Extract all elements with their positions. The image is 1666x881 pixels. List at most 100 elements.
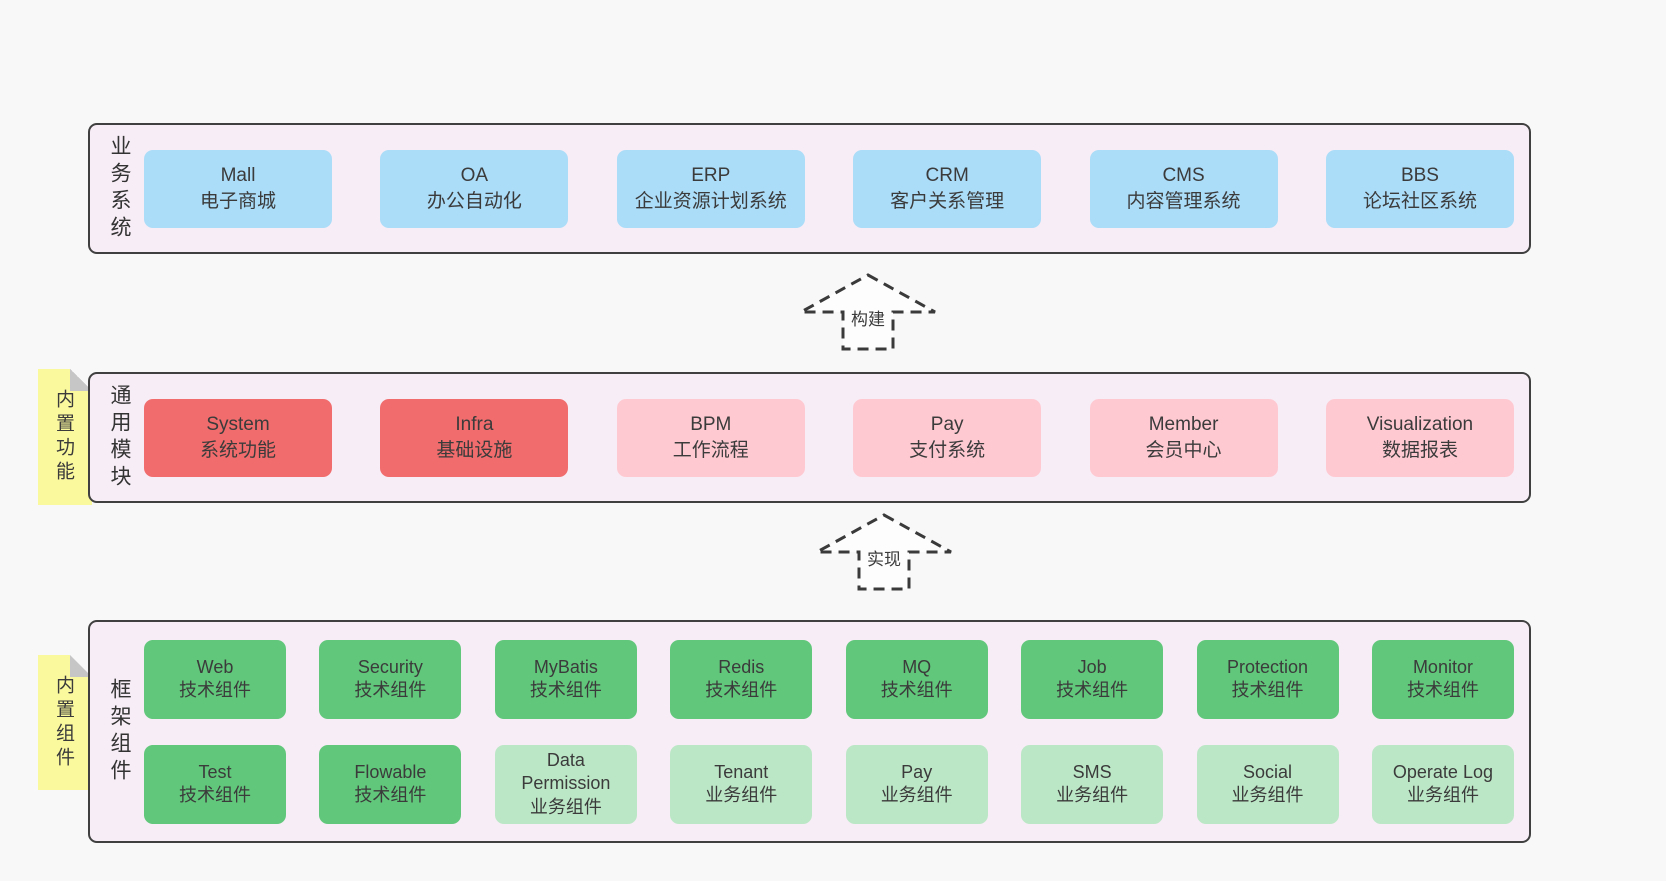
node-test: Test 技术组件 <box>144 744 286 824</box>
node-subtitle: 技术组件 <box>354 680 427 700</box>
node-title: BPM <box>690 413 732 435</box>
node-oa: OA 办公自动化 <box>380 149 569 228</box>
node-title: Visualization <box>1366 413 1474 435</box>
node-subtitle: 业务组件 <box>880 785 953 805</box>
node-subtitle: 办公自动化 <box>426 190 522 212</box>
node-protection: Protection 技术组件 <box>1196 639 1339 719</box>
node-title: Protection <box>1227 656 1309 677</box>
arrow-implement: 实现 <box>814 512 954 592</box>
node-subtitle: 技术组件 <box>529 680 602 700</box>
node-title: MQ <box>902 656 932 677</box>
section-label-business-systems: 业务系统 <box>108 134 131 243</box>
folded-corner-icon <box>70 655 92 677</box>
node-title: Redis <box>718 656 765 677</box>
node-title: Security <box>357 656 423 677</box>
node-flowable: Flowable 技术组件 <box>319 744 462 824</box>
node-title: ERP <box>691 164 731 186</box>
node-title: Web <box>196 656 234 677</box>
node-subtitle: 技术组件 <box>1231 680 1304 700</box>
node-job: Job 技术组件 <box>1021 639 1164 719</box>
node-title: Job <box>1077 656 1107 677</box>
node-bpm: BPM 工作流程 <box>616 398 805 477</box>
node-subtitle: 业务组件 <box>1056 785 1129 805</box>
section-common-modules: 通用模块 System 系统功能 Infra 基础设施 BPM 工作流程 Pay 支付系统 Me… <box>88 372 1531 503</box>
node-title: Data Permission <box>521 750 611 794</box>
node-social: Social 业务组件 <box>1196 744 1339 824</box>
node-subtitle: 工作流程 <box>672 439 749 461</box>
common-modules-boxes: System 系统功能 Infra 基础设施 BPM 工作流程 Pay 支付系统 Member 会… <box>134 374 1529 501</box>
arrow-build: 构建 <box>798 272 938 352</box>
node-subtitle: 业务组件 <box>705 785 778 805</box>
arrow-build-label: 构建 <box>847 305 889 330</box>
node-subtitle: 技术组件 <box>354 785 427 805</box>
node-subtitle: 支付系统 <box>909 439 986 461</box>
node-subtitle: 技术组件 <box>880 680 953 700</box>
sticky-note-built-in-components: 内置组件 <box>38 655 92 790</box>
sticky-note-built-in-features: 内置功能 <box>38 369 92 505</box>
node-title: OA <box>460 164 489 186</box>
node-pay: Pay 业务组件 <box>845 744 988 824</box>
node-subtitle: 技术组件 <box>1056 680 1129 700</box>
node-security: Security 技术组件 <box>319 639 462 719</box>
node-title: Monitor <box>1412 656 1473 677</box>
node-title: CMS <box>1162 164 1205 186</box>
node-title: Member <box>1148 413 1219 435</box>
node-mall: Mall 电子商城 <box>144 149 332 228</box>
node-subtitle: 业务组件 <box>1231 785 1304 805</box>
node-title: Flowable <box>354 761 427 782</box>
node-title: Operate Log <box>1392 761 1493 782</box>
node-redis: Redis 技术组件 <box>670 639 813 719</box>
node-subtitle: 业务组件 <box>529 796 602 817</box>
node-pay: Pay 支付系统 <box>853 398 1042 477</box>
arrow-implement-label: 实现 <box>863 545 905 570</box>
node-system: System 系统功能 <box>144 398 332 477</box>
node-subtitle: 论坛社区系统 <box>1362 190 1477 212</box>
node-title: Infra <box>455 413 494 435</box>
node-title: System <box>206 413 270 435</box>
node-crm: CRM 客户关系管理 <box>853 149 1042 228</box>
node-web: Web 技术组件 <box>144 639 286 719</box>
node-tenant: Tenant 业务组件 <box>670 744 813 824</box>
node-title: Pay <box>901 761 933 782</box>
node-subtitle: 技术组件 <box>179 785 251 805</box>
node-title: SMS <box>1072 761 1112 782</box>
node-subtitle: 客户关系管理 <box>890 190 1005 212</box>
node-subtitle: 业务组件 <box>1406 785 1479 805</box>
node-visualization: Visualization 数据报表 <box>1325 398 1514 477</box>
node-title: CRM <box>925 164 969 186</box>
section-business-systems: 业务系统 Mall 电子商城 OA 办公自动化 ERP 企业资源计划系统 CRM 客户关系管理… <box>88 123 1531 254</box>
node-erp: ERP 企业资源计划系统 <box>616 149 805 228</box>
section-label-framework-components: 框架组件 <box>108 677 131 786</box>
node-infra: Infra 基础设施 <box>380 398 569 477</box>
node-subtitle: 技术组件 <box>179 680 251 700</box>
node-sms: SMS 业务组件 <box>1021 744 1164 824</box>
node-mybatis: MyBatis 技术组件 <box>494 639 637 719</box>
node-title: MyBatis <box>533 656 598 677</box>
node-subtitle: 会员中心 <box>1145 439 1222 461</box>
section-label-common-modules: 通用模块 <box>108 383 131 492</box>
node-subtitle: 系统功能 <box>199 439 276 461</box>
node-title: Mall <box>220 164 256 186</box>
node-operate-log: Operate Log 业务组件 <box>1371 744 1514 824</box>
node-title: Test <box>198 761 232 782</box>
node-title: Tenant <box>714 761 769 782</box>
node-title: Social <box>1243 761 1293 782</box>
node-title: Pay <box>930 413 964 435</box>
node-subtitle: 电子商城 <box>199 190 276 212</box>
node-subtitle: 数据报表 <box>1381 439 1458 461</box>
sticky-label: 内置功能 <box>53 389 74 485</box>
node-subtitle: 技术组件 <box>705 680 778 700</box>
node-subtitle: 基础设施 <box>436 439 513 461</box>
node-subtitle: 企业资源计划系统 <box>634 190 787 212</box>
sticky-label: 内置组件 <box>53 674 74 771</box>
